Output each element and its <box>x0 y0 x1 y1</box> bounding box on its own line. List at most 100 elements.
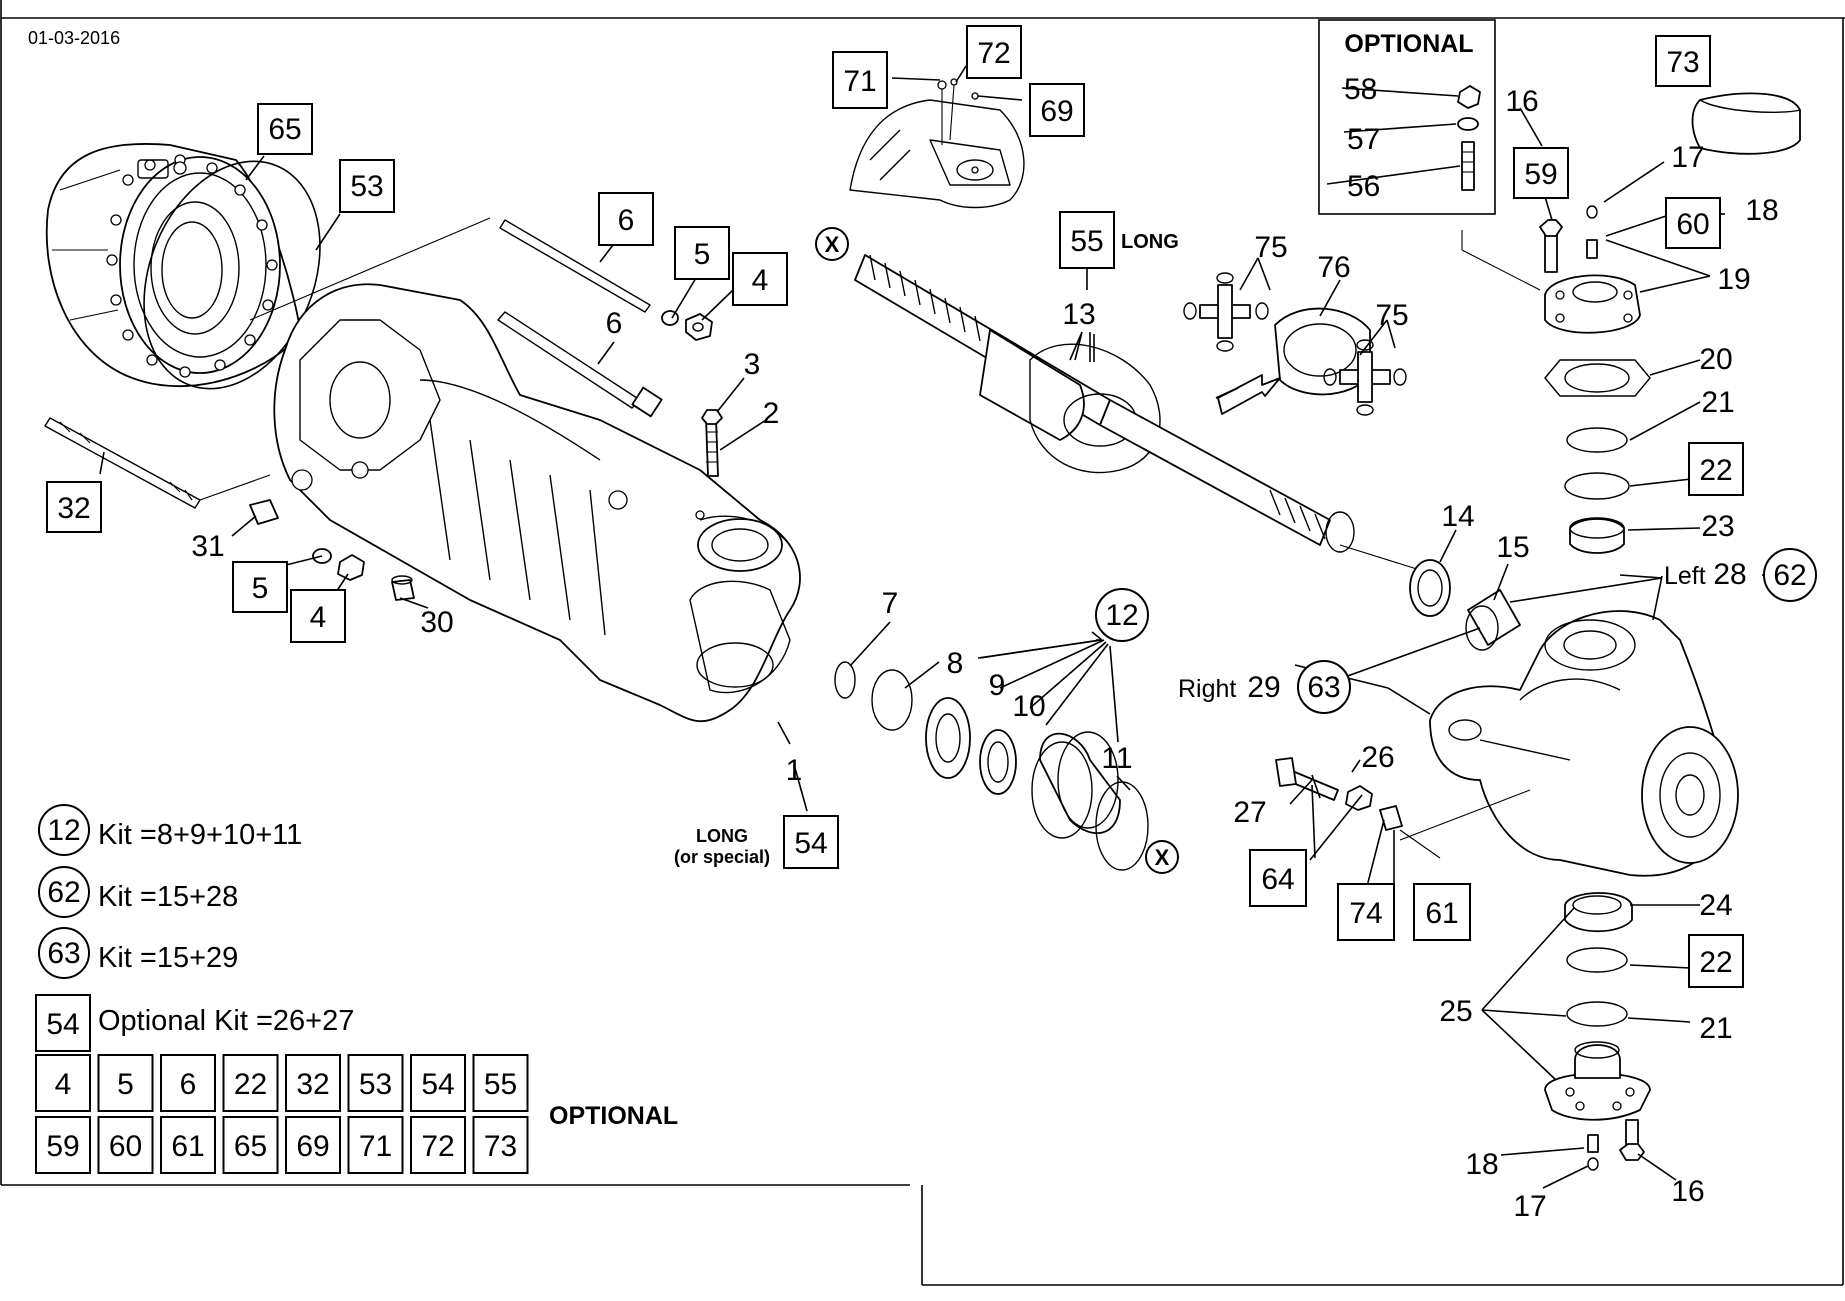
optional-stud-nut <box>1457 85 1481 191</box>
o-ring-seal <box>143 160 321 390</box>
optional-part-cell: 60 <box>97 1116 154 1174</box>
svg-text:60: 60 <box>109 1130 142 1163</box>
svg-text:OPTIONAL: OPTIONAL <box>1344 30 1473 58</box>
optional-part-cell: 65 <box>222 1116 279 1174</box>
svg-text:16: 16 <box>1671 1175 1704 1208</box>
svg-text:22: 22 <box>234 1068 267 1101</box>
svg-text:21: 21 <box>1699 1012 1732 1045</box>
box-callout-73: 73 <box>1655 35 1711 87</box>
svg-text:73: 73 <box>1666 46 1699 79</box>
legend-kit-63: 63 Kit =15+29 <box>38 927 238 979</box>
svg-text:72: 72 <box>977 37 1010 70</box>
seal-bush-drawing <box>1409 559 1521 651</box>
long-label-54-line2: (or special) <box>674 847 770 867</box>
nut-washer-bottom <box>249 499 415 601</box>
optional-part-cell: 69 <box>285 1116 341 1174</box>
svg-text:Kit =15+28: Kit =15+28 <box>98 881 238 913</box>
svg-text:53: 53 <box>350 170 383 203</box>
box-callout-5-bottom: 5 <box>232 561 288 613</box>
svg-text:71: 71 <box>843 65 876 98</box>
box-callout-4-top: 4 <box>732 252 788 306</box>
svg-text:69: 69 <box>296 1130 329 1163</box>
number-callouts: 6 3 2 31 30 7 8 9 10 11 1 13 75 76 75 14… <box>191 85 1778 1223</box>
svg-text:16: 16 <box>1505 85 1538 118</box>
optional-part-cell: 71 <box>347 1116 404 1174</box>
svg-text:65: 65 <box>234 1130 267 1163</box>
svg-text:28: 28 <box>1713 558 1746 591</box>
svg-text:23: 23 <box>1701 510 1734 543</box>
svg-text:19: 19 <box>1717 263 1750 296</box>
svg-text:26: 26 <box>1361 741 1394 774</box>
svg-text:5: 5 <box>694 238 711 271</box>
svg-text:74: 74 <box>1349 897 1382 930</box>
svg-text:73: 73 <box>484 1130 517 1163</box>
date-stamp: 01-03-2016 <box>28 28 120 48</box>
svg-text:17: 17 <box>1671 141 1704 174</box>
svg-text:71: 71 <box>359 1130 392 1163</box>
svg-text:62: 62 <box>1773 559 1806 592</box>
svg-text:X: X <box>1155 845 1170 870</box>
svg-text:11: 11 <box>1101 742 1132 775</box>
box-callout-64: 64 <box>1249 849 1307 907</box>
bearing-set-drawing <box>834 661 1149 871</box>
svg-text:62: 62 <box>47 876 80 909</box>
svg-text:63: 63 <box>47 937 80 970</box>
svg-text:27: 27 <box>1233 796 1266 829</box>
svg-text:8: 8 <box>947 647 964 680</box>
svg-text:54: 54 <box>46 1008 79 1041</box>
box-callout-54: 54 <box>783 815 839 869</box>
svg-text:53: 53 <box>359 1068 392 1101</box>
upper-kingpin-stack <box>1461 205 1651 554</box>
leader-lines <box>99 65 1772 1189</box>
box-callout-22-top: 22 <box>1688 442 1744 496</box>
svg-text:5: 5 <box>117 1068 134 1101</box>
long-label-54-line1: LONG <box>696 826 748 846</box>
svg-text:9: 9 <box>989 669 1006 702</box>
svg-text:75: 75 <box>1375 299 1408 332</box>
svg-text:6: 6 <box>180 1068 197 1101</box>
box-callout-55: 55 <box>1059 211 1115 269</box>
optional-part-cell: 4 <box>35 1054 91 1112</box>
svg-text:24: 24 <box>1699 889 1732 922</box>
legend-kit-54: 54 Optional Kit =26+27 <box>35 994 354 1052</box>
svg-text:12: 12 <box>47 814 80 847</box>
right-label: Right 29 63 <box>1178 660 1351 714</box>
svg-text:18: 18 <box>1465 1148 1498 1181</box>
svg-text:54: 54 <box>794 827 827 860</box>
svg-text:65: 65 <box>268 113 301 146</box>
svg-text:55: 55 <box>1070 225 1103 258</box>
optional-part-cell: 54 <box>410 1054 466 1112</box>
box-callout-22-bottom: 22 <box>1688 934 1744 988</box>
svg-text:15: 15 <box>1496 531 1529 564</box>
svg-text:12: 12 <box>1105 599 1138 632</box>
box-callout-53: 53 <box>339 159 395 213</box>
steering-knuckle-drawing <box>1399 610 1739 877</box>
x-marker-top: X <box>815 227 849 261</box>
optional-box: OPTIONAL 58 57 56 <box>1318 19 1496 215</box>
svg-text:59: 59 <box>1524 158 1557 191</box>
svg-text:63: 63 <box>1307 671 1340 704</box>
box-callout-32: 32 <box>46 481 102 533</box>
long-label-55: LONG <box>1121 231 1179 253</box>
small-stud <box>701 409 723 477</box>
svg-text:55: 55 <box>484 1068 517 1101</box>
svg-text:18: 18 <box>1745 194 1778 227</box>
optional-part-cell: 72 <box>410 1116 466 1174</box>
svg-text:30: 30 <box>420 606 453 639</box>
svg-text:Right: Right <box>1178 675 1236 703</box>
svg-text:60: 60 <box>1676 208 1709 241</box>
box-callout-74: 74 <box>1337 883 1395 941</box>
svg-text:20: 20 <box>1699 343 1732 376</box>
svg-text:25: 25 <box>1439 995 1472 1028</box>
svg-text:72: 72 <box>421 1130 454 1163</box>
stop-bolt-drawing <box>1275 757 1441 859</box>
svg-text:61: 61 <box>1425 897 1458 930</box>
svg-text:32: 32 <box>57 492 90 525</box>
nut-washer-top <box>661 310 713 341</box>
svg-text:6: 6 <box>606 307 623 340</box>
svg-text:75: 75 <box>1254 231 1287 264</box>
svg-text:4: 4 <box>752 264 769 297</box>
optional-part-cell: 55 <box>472 1054 529 1112</box>
